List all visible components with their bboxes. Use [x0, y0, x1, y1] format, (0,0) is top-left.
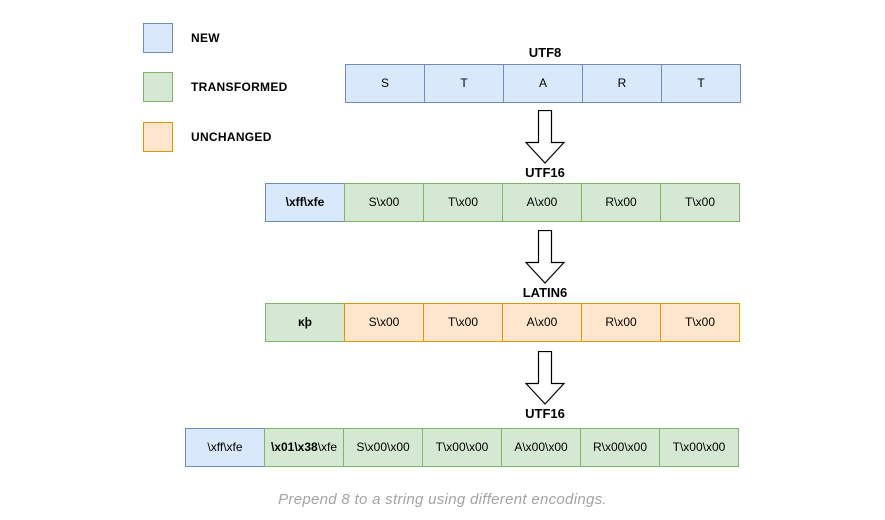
byte-cell: T\x00 — [423, 183, 503, 222]
byte-row-utf8: S T A R T — [345, 64, 741, 103]
byte-cell: R — [582, 64, 662, 103]
byte-cell: T\x00\x00 — [659, 428, 739, 467]
byte-cell: \xff\xfe — [265, 183, 345, 222]
legend-label-transformed: TRANSFORMED — [191, 80, 288, 94]
down-arrow-icon — [525, 110, 565, 164]
byte-cell: T — [424, 64, 504, 103]
byte-row-utf16: \xff\xfe S\x00 T\x00 A\x00 R\x00 T\x00 — [265, 183, 740, 222]
byte-cell: S — [345, 64, 425, 103]
byte-cell: T — [661, 64, 741, 103]
byte-cell: T\x00 — [660, 183, 740, 222]
byte-cell: S\x00\x00 — [343, 428, 423, 467]
byte-cell: T\x00 — [660, 303, 740, 342]
new-color-swatch — [143, 23, 173, 53]
legend-item-new: NEW — [143, 23, 220, 53]
byte-row-utf16-final: \xff\xfe \x01\x38\xfe S\x00\x00 T\x00\x0… — [185, 428, 739, 467]
row-title-utf16: UTF16 — [525, 165, 565, 180]
byte-cell: A — [503, 64, 583, 103]
byte-cell: R\x00 — [581, 303, 661, 342]
legend-item-unchanged: UNCHANGED — [143, 122, 272, 152]
row-title-latin6: LATIN6 — [522, 285, 568, 300]
byte-cell: T\x00 — [423, 303, 503, 342]
byte-cell: A\x00 — [502, 183, 582, 222]
byte-cell: T\x00\x00 — [422, 428, 502, 467]
row-title-utf8: UTF8 — [528, 45, 562, 60]
legend-item-transformed: TRANSFORMED — [143, 72, 288, 102]
transformed-color-swatch — [143, 72, 173, 102]
down-arrow-icon — [525, 230, 565, 284]
byte-cell: R\x00 — [581, 183, 661, 222]
legend-label-unchanged: UNCHANGED — [191, 130, 272, 144]
legend-label-new: NEW — [191, 31, 220, 45]
byte-cell: \xff\xfe — [185, 428, 265, 467]
byte-cell: A\x00\x00 — [501, 428, 581, 467]
byte-cell: A\x00 — [502, 303, 582, 342]
byte-cell-bold-part: \x01\x38 — [270, 440, 318, 454]
byte-cell: \x01\x38\xfe — [264, 428, 344, 467]
byte-cell: S\x00 — [344, 183, 424, 222]
unchanged-color-swatch — [143, 122, 173, 152]
byte-cell: S\x00 — [344, 303, 424, 342]
byte-row-latin6: ĸþ S\x00 T\x00 A\x00 R\x00 T\x00 — [265, 303, 740, 342]
byte-cell-rest: \xfe — [317, 440, 338, 454]
byte-cell: ĸþ — [265, 303, 345, 342]
down-arrow-icon — [525, 351, 565, 405]
byte-cell: R\x00\x00 — [580, 428, 660, 467]
caption: Prepend 8 to a string using different en… — [278, 491, 607, 508]
row-title-utf16-final: UTF16 — [525, 406, 565, 421]
